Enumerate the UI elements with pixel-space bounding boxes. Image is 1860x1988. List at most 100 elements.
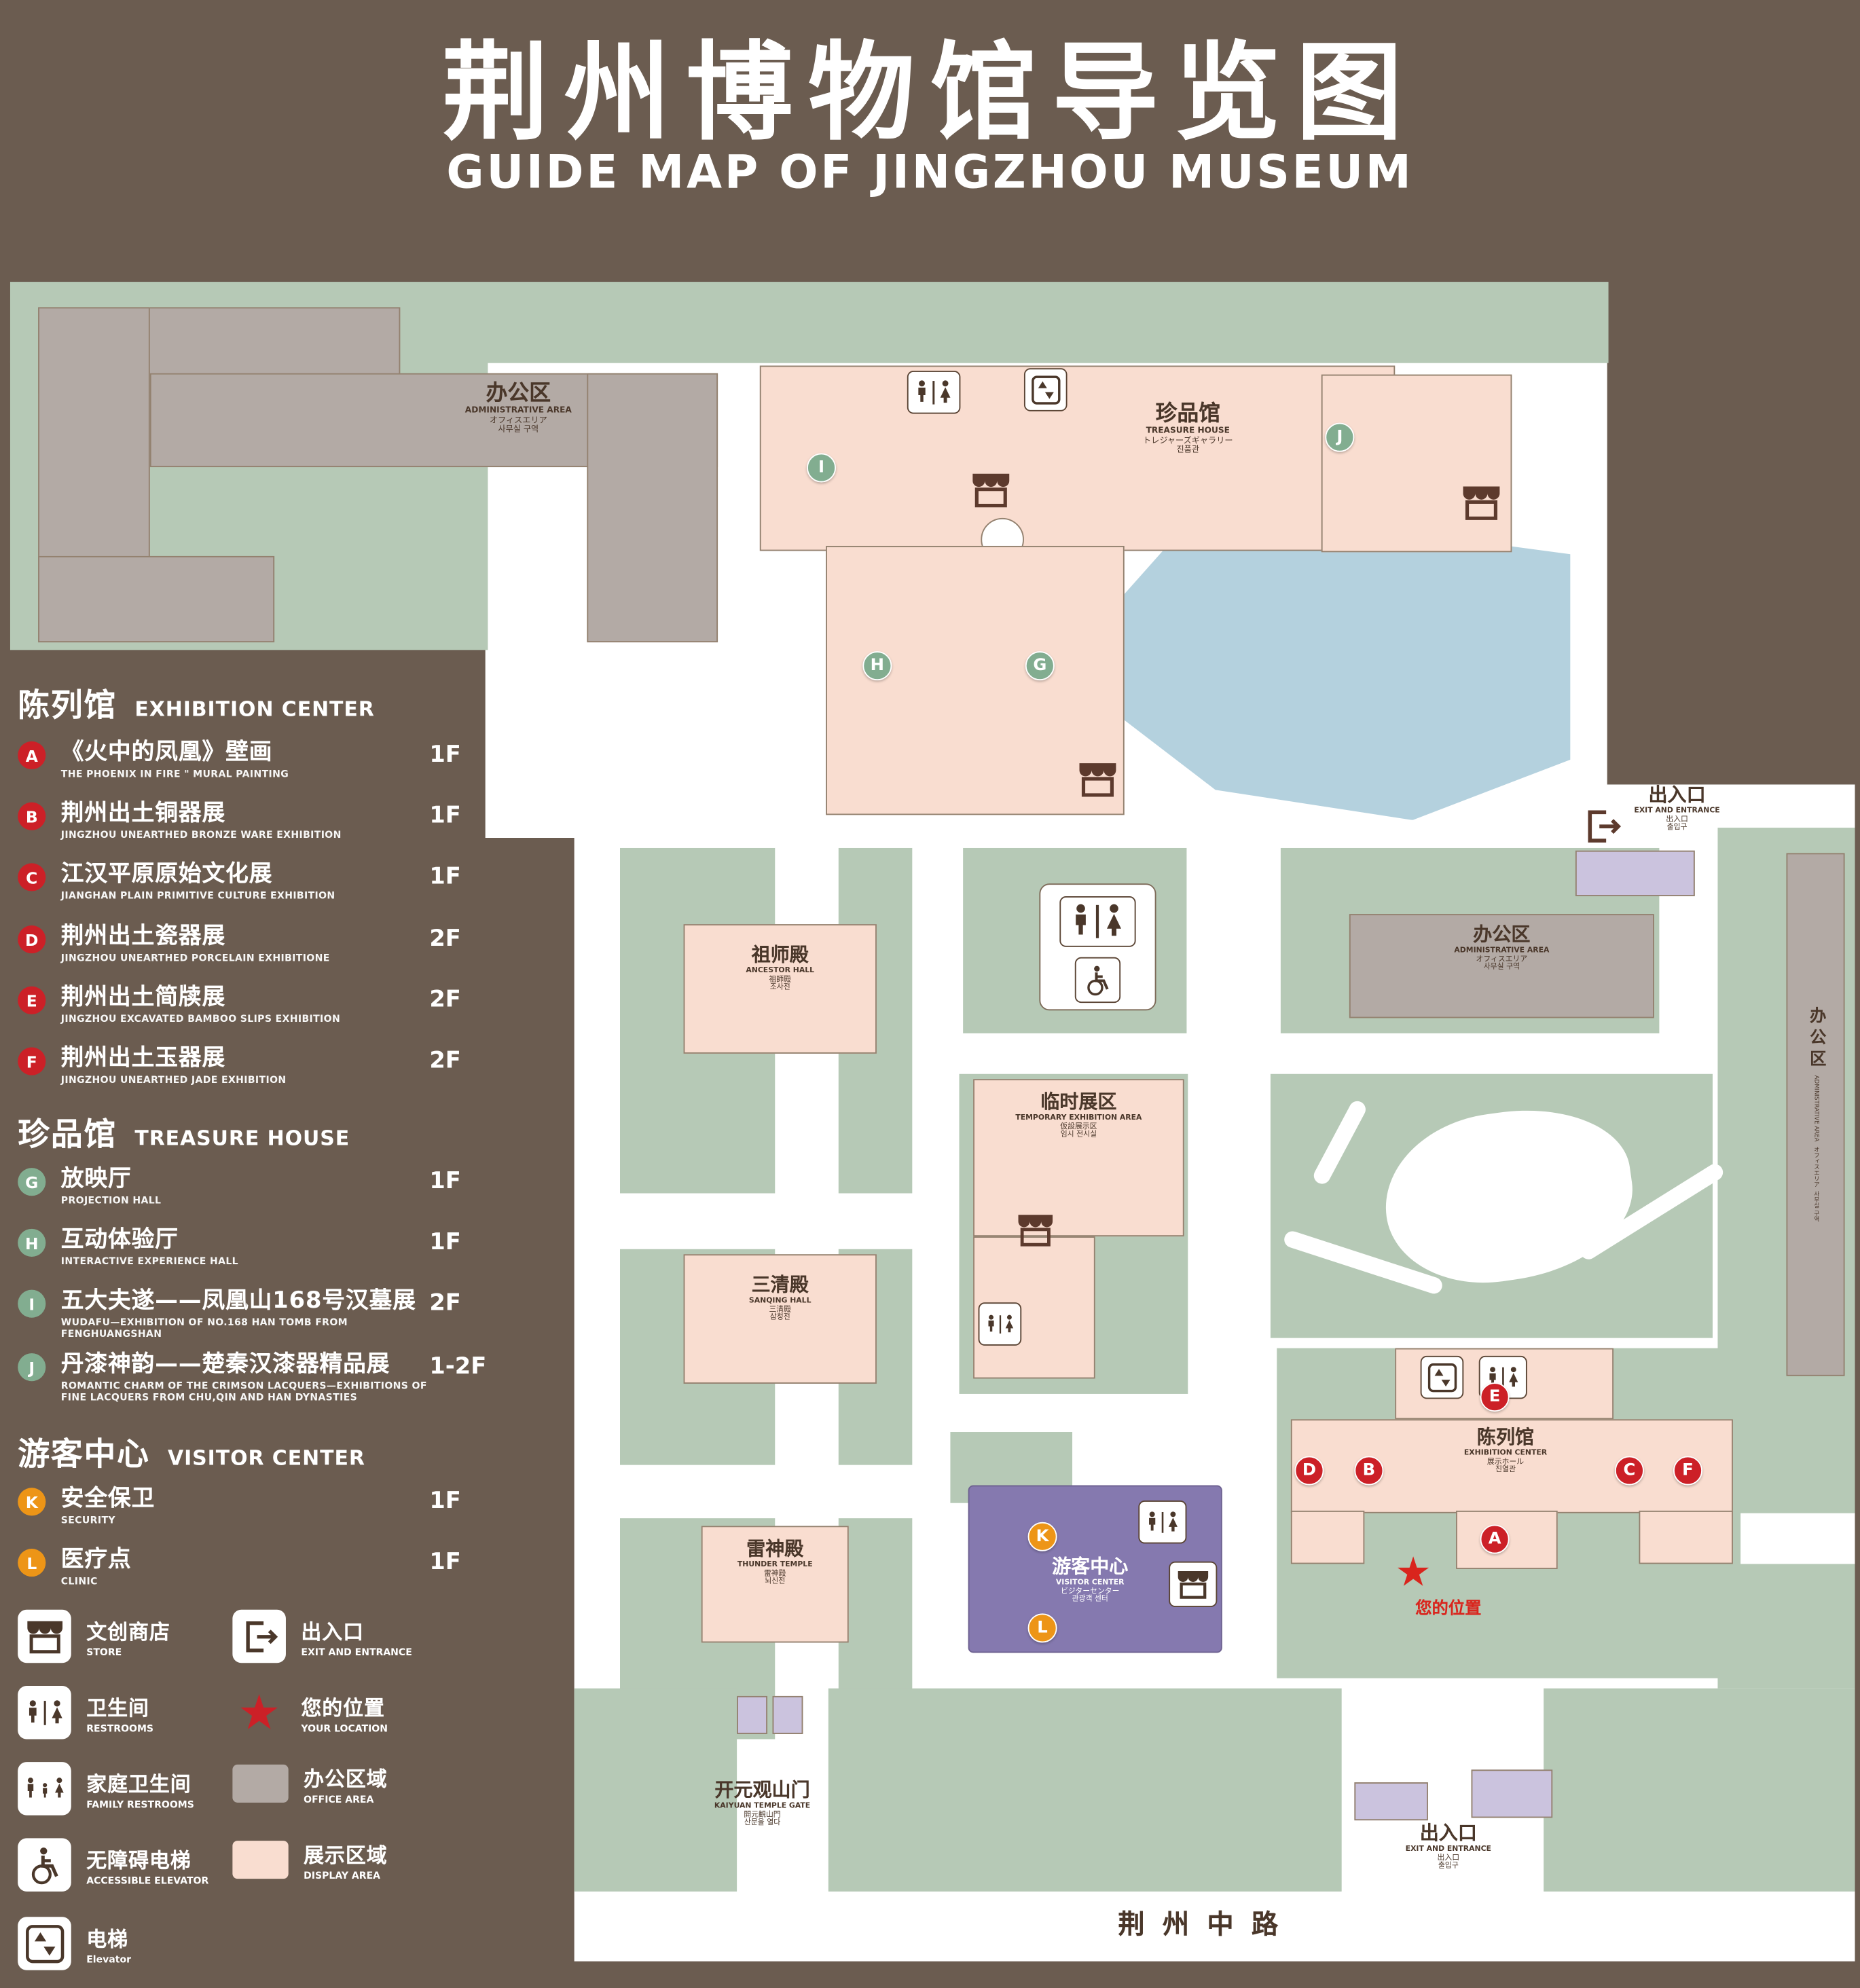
annex-building [772, 1695, 803, 1735]
accessible-icon [1074, 957, 1121, 1004]
building-exhibition-center [1639, 1510, 1733, 1564]
exit-icon [232, 1609, 286, 1663]
ground-block [1717, 1564, 1855, 1689]
map-marker-g: G [1025, 651, 1055, 681]
store-icon [18, 1609, 71, 1663]
elevator-icon [1420, 1355, 1464, 1399]
marker-g-icon: G [18, 1168, 46, 1196]
marker-l-icon: L [18, 1549, 46, 1577]
section-heading-visitor-center: 游客中心 VISITOR CENTER [18, 1435, 365, 1473]
your-location-star-icon: ★ [1395, 1547, 1432, 1596]
marker-k-icon: K [18, 1488, 46, 1516]
label-admin-center: 办公区 ADMINISTRATIVE AREA オフィスエリア 사무실 구역 [1454, 923, 1550, 972]
map-marker-h: H [862, 651, 892, 681]
family-restroom-icon [18, 1762, 71, 1816]
marker-b-icon: B [18, 802, 46, 830]
restroom-icon [18, 1685, 71, 1740]
building-treasure-house [826, 545, 1125, 815]
page-subtitle: GUIDE MAP OF JINGZHOU MUSEUM [446, 147, 1414, 200]
annex-building [1471, 1769, 1553, 1818]
store-icon [1075, 759, 1120, 800]
map-marker-f: F [1673, 1456, 1703, 1486]
label-treasure-house: 珍品馆 TREASURE HOUSE トレジャーズギャラリー 진품관 [1142, 401, 1233, 456]
annex-building [1575, 850, 1695, 897]
label-admin-right: 办公区 ADMINISTRATIVE AREA オフィスエリア 사무실 구역 [1806, 1007, 1825, 1222]
label-temporary-exhibition: 临时展区 TEMPORARY EXHIBITION AREA 仮設展示区 임시 … [1015, 1090, 1142, 1139]
restroom-icon [1138, 1500, 1187, 1544]
store-icon [1014, 1211, 1057, 1249]
building-ancestor-hall [683, 924, 877, 1054]
road-label: 荆州中路 [1118, 1909, 1296, 1940]
building-admin-top [38, 555, 275, 643]
building-exhibition-center [1290, 1510, 1365, 1564]
your-location-star-icon: ★ [237, 1685, 281, 1741]
building-admin-right [1786, 853, 1845, 1376]
marker-i-icon: I [18, 1289, 46, 1318]
label-exit-right: 出入口 EXIT AND ENTRANCE 出入口 출입구 [1634, 783, 1720, 832]
section-heading-treasure-house: 珍品馆 TREASURE HOUSE [18, 1116, 350, 1153]
map-marker-d: D [1294, 1456, 1324, 1486]
building-treasure-house [759, 365, 1396, 551]
label-exit-bottom: 出入口 EXIT AND ENTRANCE 出入口 출입구 [1405, 1822, 1491, 1871]
your-location-label: 您的位置 [1415, 1599, 1482, 1619]
building-admin-center [1349, 914, 1654, 1018]
building-treasure-house [1321, 374, 1512, 553]
display-area-swatch [232, 1841, 289, 1879]
restroom-icon [1059, 896, 1136, 947]
restroom-icon [978, 1302, 1022, 1346]
map-marker-c: C [1614, 1456, 1644, 1486]
label-admin-top: 办公区 ADMINISTRATIVE AREA オフィスエリア 사무실 구역 [464, 380, 572, 435]
ground-block [574, 1688, 737, 1892]
label-sanqing-hall: 三清殿 SANQING HALL 三清殿 삼청전 [748, 1273, 812, 1323]
ground-block [1544, 1688, 1855, 1892]
ground-block [828, 1688, 1342, 1892]
label-ancestor-hall: 祖师殿 ANCESTOR HALL 祖師殿 조사전 [746, 943, 815, 992]
elevator-icon [1023, 368, 1068, 411]
label-visitor-center: 游客中心 VISITOR CENTER ビジターセンター 관광객 센터 [1052, 1555, 1129, 1604]
building-temporary-exhibition [973, 1079, 1184, 1237]
building-thunder-temple [701, 1526, 849, 1643]
building-sanqing-hall [683, 1254, 877, 1384]
marker-d-icon: D [18, 925, 46, 954]
page-title: 荆州博物馆导览图 [442, 30, 1418, 155]
marker-h-icon: H [18, 1228, 46, 1257]
map-marker-a: A [1480, 1524, 1510, 1554]
label-kaiyuan-gate: 开元观山门 KAIYUAN TEMPLE GATE 開元観山門 산문을 열다 [714, 1778, 811, 1828]
map-marker-k: K [1027, 1522, 1057, 1551]
section-heading-exhibition-center: 陈列馆 EXHIBITION CENTER [18, 686, 375, 724]
map-marker-l: L [1027, 1613, 1057, 1643]
label-exhibition-center: 陈列馆 EXHIBITION CENTER 展示ホール 진열관 [1463, 1425, 1548, 1475]
accessible-elevator-icon [18, 1838, 71, 1892]
map-marker-e: E [1480, 1382, 1510, 1412]
annex-building [1354, 1782, 1428, 1821]
marker-c-icon: C [18, 863, 46, 891]
annex-building [737, 1695, 768, 1735]
store-icon [1459, 482, 1504, 523]
marker-e-icon: E [18, 986, 46, 1014]
building-admin-top [587, 373, 718, 643]
map-marker-j: J [1325, 422, 1355, 452]
map-marker-i: I [807, 453, 837, 483]
label-thunder-temple: 雷神殿 THUNDER TEMPLE 雷神殿 뇌신전 [737, 1537, 813, 1586]
store-icon [968, 470, 1014, 511]
restroom-icon [907, 370, 961, 414]
office-area-swatch [232, 1764, 289, 1803]
map-marker-b: B [1354, 1456, 1384, 1486]
